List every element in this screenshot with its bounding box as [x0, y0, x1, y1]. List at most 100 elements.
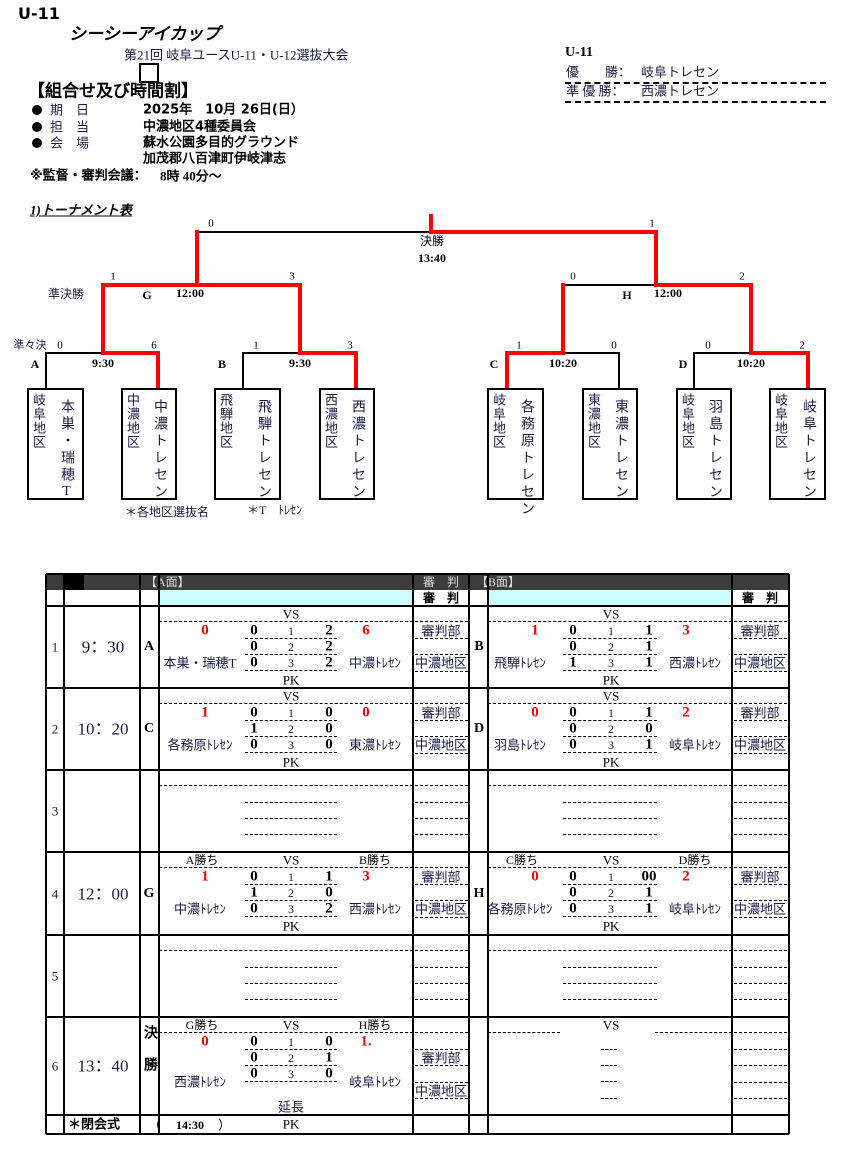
quarterfinal-score-left: 1: [516, 339, 522, 352]
team-region: 岐阜地区: [680, 393, 695, 449]
dashed-divider: [415, 654, 468, 656]
extra-time-label: 延長: [277, 1099, 305, 1115]
match-code: H: [622, 288, 632, 302]
closing-ceremony-label: ＊閉会式: [68, 1117, 121, 1133]
period-score-right: 1: [645, 884, 653, 901]
team-name: 本巣・瑞穂T: [59, 399, 74, 502]
table-border: [46, 1114, 789, 1116]
meeting-time: 8時 40分～: [160, 168, 222, 184]
table-border: [412, 574, 414, 1134]
dashed-divider: [734, 671, 787, 673]
dashed-divider: [734, 785, 787, 787]
period-label: 1: [608, 870, 614, 884]
dashed-divider: [734, 1082, 787, 1084]
dashed-divider: [563, 900, 657, 902]
table-border: [46, 605, 789, 607]
vs-label: VS: [602, 688, 620, 704]
left-team-name: 西濃ﾄﾚｾﾝ: [173, 1074, 227, 1090]
match-code: B: [217, 357, 227, 371]
dashed-divider: [415, 785, 468, 787]
left-total-score: 0: [531, 868, 539, 885]
dashed-divider: [245, 802, 337, 804]
pk-label: PK: [282, 918, 300, 934]
dashed-divider: [601, 1065, 617, 1067]
vs-label: VS: [282, 1017, 300, 1033]
dashed-divider: [415, 967, 468, 969]
period-score-left: 1: [250, 720, 258, 737]
vs-label: VS: [602, 606, 620, 622]
team-name: 岐阜トレセン: [801, 399, 816, 501]
closing-paren: （: [148, 1117, 162, 1133]
pk-label: PK: [282, 754, 300, 770]
semifinal-score-right: 3: [289, 270, 295, 283]
vs-label: VS: [282, 688, 300, 704]
right-total-score: 6: [362, 622, 370, 639]
dashed-divider: [245, 834, 337, 836]
period-score-left: 0: [250, 900, 258, 917]
dashed-divider: [563, 967, 657, 969]
team-box: 岐阜地区本巣・瑞穂T: [27, 388, 84, 502]
team-region: 飛騨地区: [218, 393, 233, 449]
semifinal-score-left: 1: [110, 270, 116, 283]
match-time: 10:20: [737, 356, 765, 370]
right-total-score: 2: [682, 704, 690, 721]
period-score-left: 0: [250, 622, 258, 639]
right-team-name: 西濃ﾄﾚｾﾝ: [668, 655, 722, 671]
dashed-divider: [734, 802, 787, 804]
left-total-score: 1: [201, 868, 209, 885]
dashed-divider: [563, 802, 657, 804]
closing-paren: ）: [218, 1117, 232, 1133]
match-code: A: [143, 639, 155, 654]
match-code: B: [474, 639, 484, 654]
dashed-divider: [415, 671, 468, 673]
period-score-left: 1: [250, 884, 258, 901]
dashed-divider: [734, 1032, 787, 1034]
left-team-name: 飛騨ﾄﾚｾﾝ: [493, 655, 547, 671]
referee-header: 審 判: [422, 591, 460, 605]
right-total-score: 3: [682, 622, 690, 639]
referee-name: 審判部: [421, 869, 461, 885]
dashed-divider: [563, 736, 657, 738]
pk-label: PK: [282, 1116, 300, 1132]
match-time: 12:00: [176, 286, 204, 300]
period-label: 2: [288, 722, 294, 736]
team-region: 岐阜地区: [491, 393, 506, 449]
info-label: 会 場: [50, 135, 90, 151]
period-label: 3: [288, 738, 294, 752]
dashed-divider: [734, 950, 787, 952]
referee-name: 中濃地区: [733, 901, 787, 917]
team-box: 飛騨地区 飛騨トレセン: [214, 388, 281, 501]
dashed-divider: [488, 785, 732, 787]
vs-label: VS: [282, 606, 300, 622]
dashed-divider: [415, 999, 468, 1001]
dashed-divider: [734, 983, 787, 985]
dashed-divider: [245, 900, 337, 902]
dashed-divider: [563, 884, 657, 886]
dashed-divider: [159, 950, 413, 952]
team-box: 岐阜地区羽島トレセン: [676, 388, 732, 501]
runner-up-name: 西濃トレセン: [641, 83, 720, 99]
dashed-divider: [415, 621, 468, 623]
period-score-right: 1: [645, 638, 653, 655]
team-name: 飛騨トレセン: [256, 399, 271, 501]
left-winner-label: A勝ち: [185, 853, 219, 867]
period-score-right: 0: [325, 736, 333, 753]
period-label: 2: [608, 722, 614, 736]
dashed-divider: [655, 1032, 732, 1034]
info-label: 期 日: [50, 102, 90, 118]
period-label: 2: [288, 1051, 294, 1065]
table-border: [139, 574, 141, 1134]
quarterfinal-score-left: 1: [253, 339, 259, 352]
dashed-divider: [415, 917, 468, 919]
dashed-divider: [245, 916, 337, 918]
meeting-label: ※監督・審判会議：: [30, 168, 147, 184]
table-border: [46, 769, 789, 771]
dashed-divider: [488, 867, 732, 869]
dashed-divider: [159, 785, 413, 787]
dashed-divider: [245, 884, 337, 886]
dashed-divider: [245, 638, 337, 640]
team-region: 岐阜地区: [773, 393, 788, 449]
dashed-divider: [734, 917, 787, 919]
period-label: 2: [608, 640, 614, 654]
